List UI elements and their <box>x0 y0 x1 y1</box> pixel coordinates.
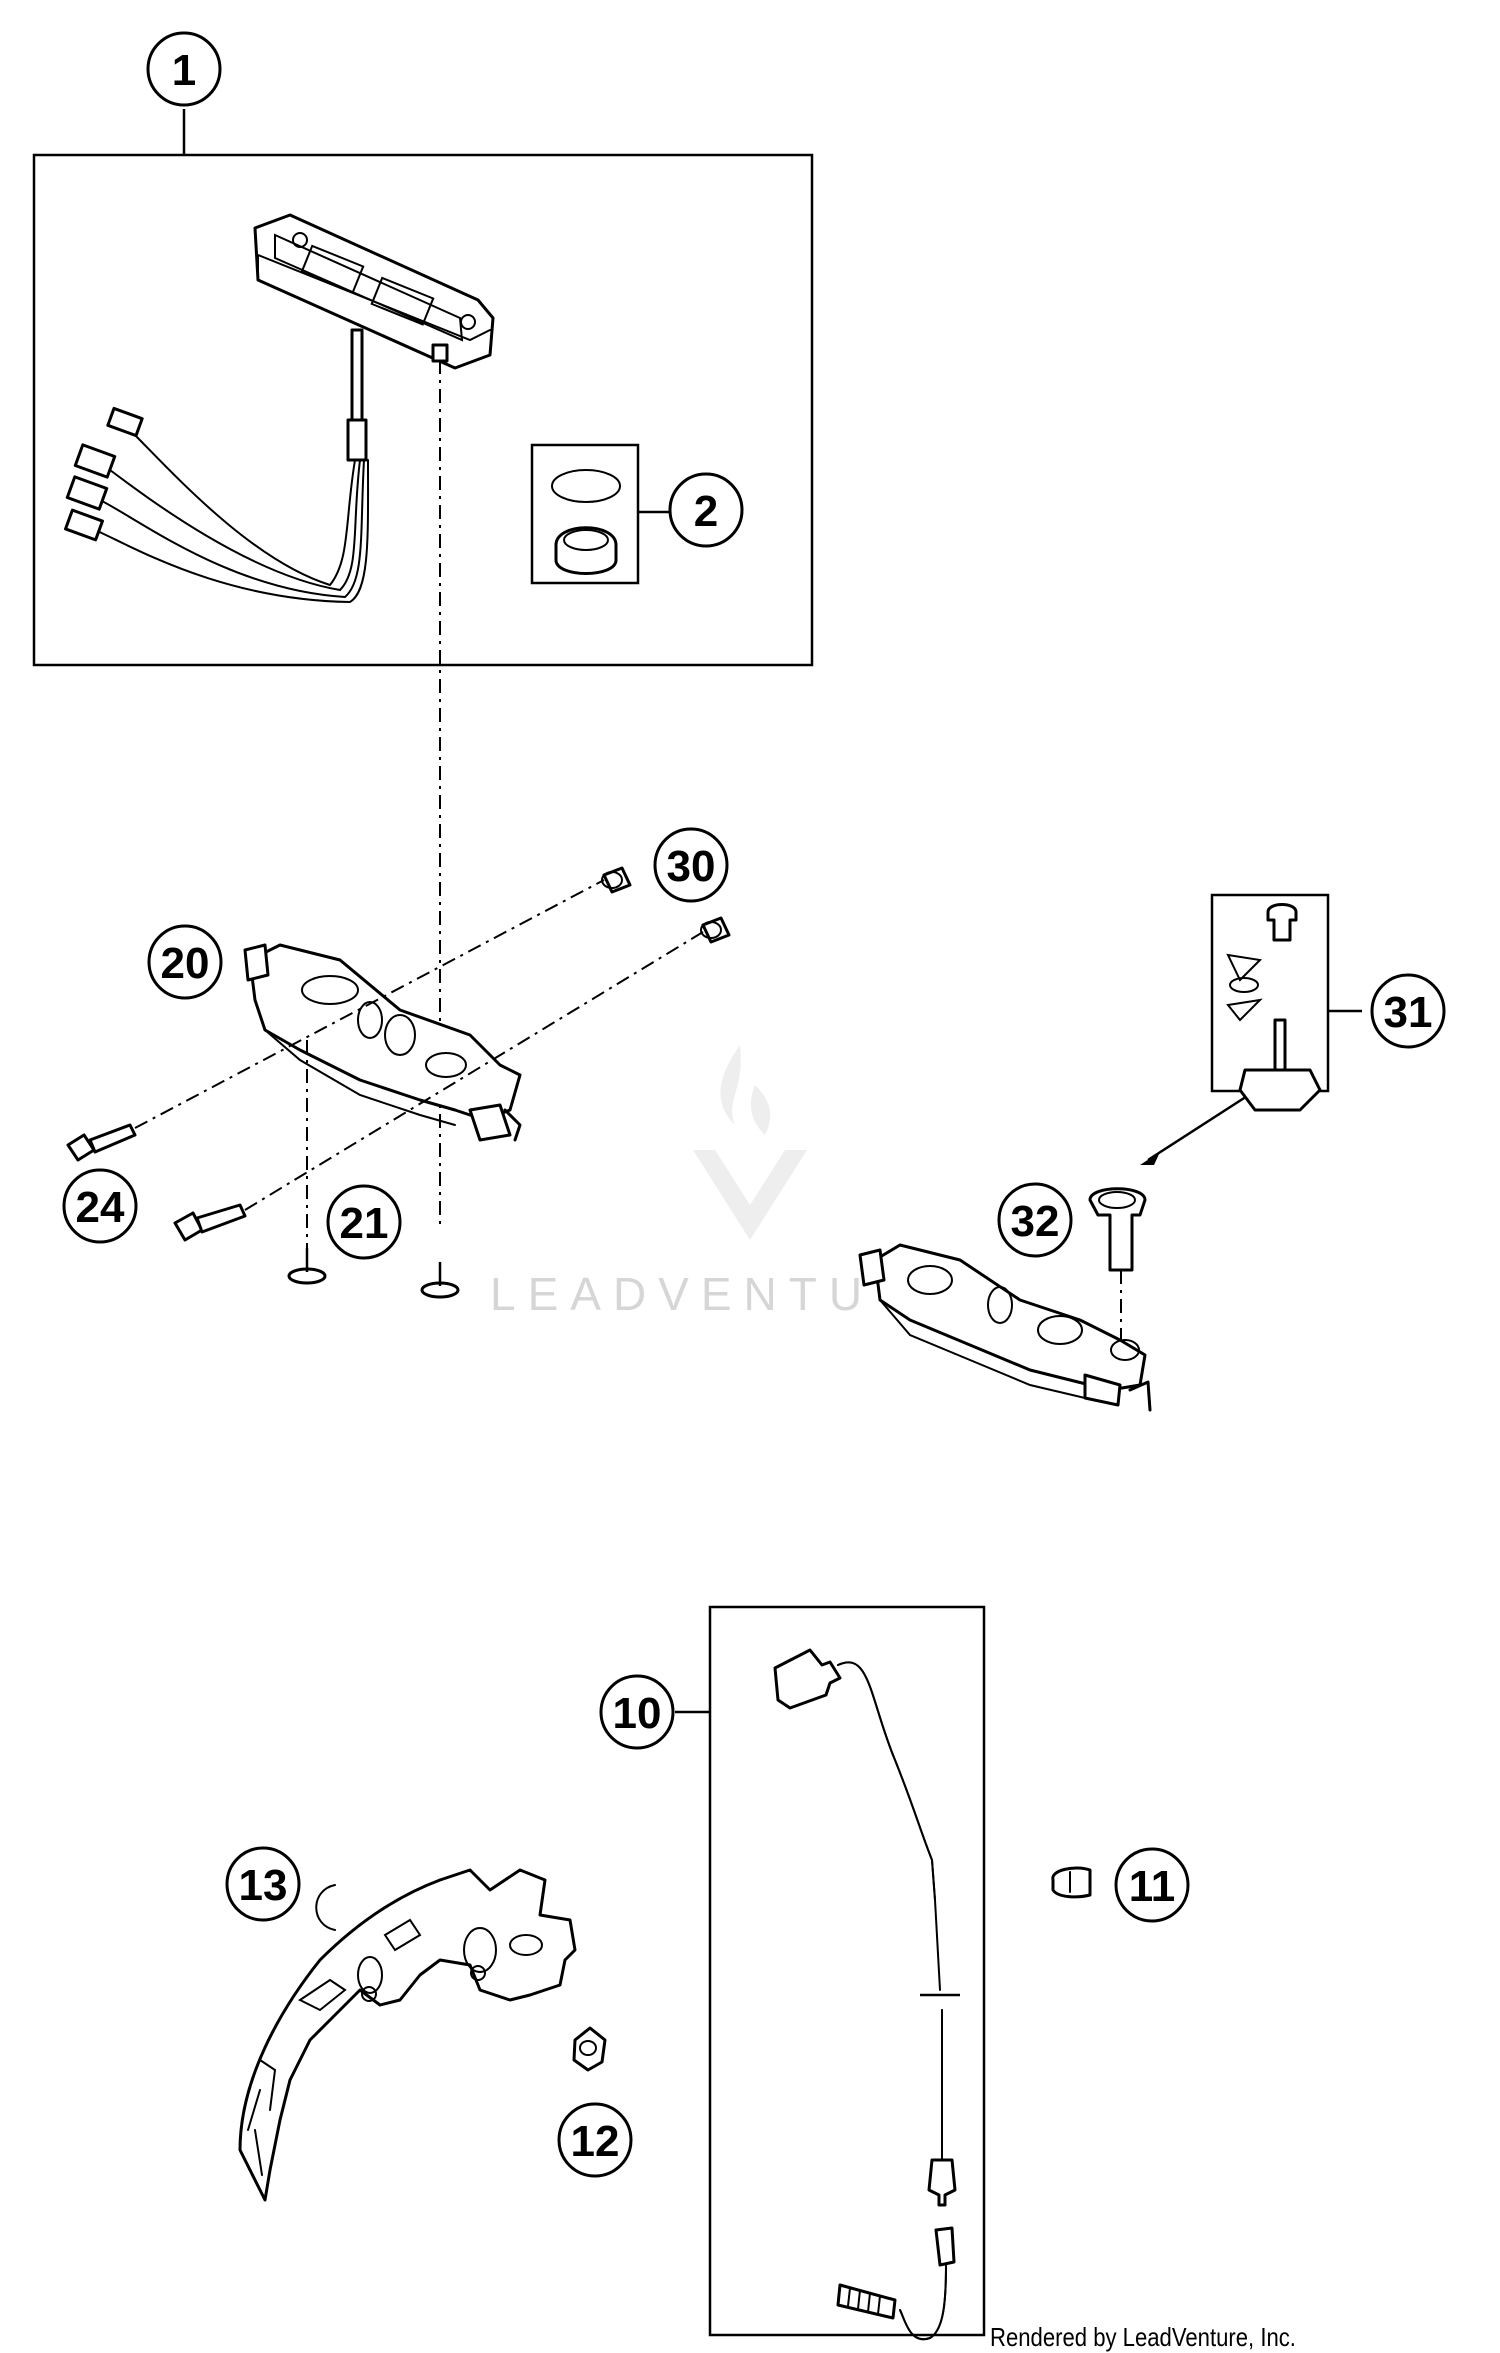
lower-clamp-assembly <box>858 893 1362 1412</box>
top-clamp-assembly <box>66 866 731 1299</box>
callout-31: 31 <box>1370 973 1446 1049</box>
svg-text:30: 30 <box>667 842 716 891</box>
callout-32: 32 <box>997 1182 1073 1258</box>
svg-text:10: 10 <box>613 1689 662 1738</box>
svg-text:11: 11 <box>1129 1862 1176 1911</box>
svg-text:1: 1 <box>172 46 196 95</box>
watermark-text: LEADVENTU <box>490 1268 874 1320</box>
svg-text:21: 21 <box>340 1199 389 1248</box>
callout-1: 1 <box>146 31 222 107</box>
mount-kit-box <box>530 443 670 585</box>
dashboard-assembly <box>32 109 814 1230</box>
svg-text:12: 12 <box>571 2117 620 2166</box>
leadventure-watermark-logo <box>693 1045 807 1240</box>
callout-20: 20 <box>147 924 223 1000</box>
group-box-2 <box>530 443 640 585</box>
speed-sensor-assembly <box>675 1605 986 2341</box>
callout-12: 12 <box>557 2102 633 2178</box>
callout-11: 11 <box>1114 1847 1190 1923</box>
group-box-10 <box>708 1605 986 2337</box>
svg-text:20: 20 <box>161 939 210 988</box>
callout-10: 10 <box>599 1674 675 1750</box>
svg-text:31: 31 <box>1384 988 1433 1037</box>
group-box-1 <box>32 153 814 667</box>
svg-text:2: 2 <box>694 487 718 536</box>
callout-21: 21 <box>326 1184 402 1260</box>
svg-text:32: 32 <box>1011 1197 1060 1246</box>
callout-30: 30 <box>653 827 729 903</box>
render-credit: Rendered by LeadVenture, Inc. <box>990 2322 1296 2352</box>
svg-text:24: 24 <box>76 1183 125 1232</box>
callout-13: 13 <box>225 1846 301 1922</box>
group-box-31 <box>1210 893 1330 1093</box>
brake-disc-and-parts <box>238 1866 1092 2202</box>
svg-text:13: 13 <box>239 1861 288 1910</box>
callout-24: 24 <box>62 1168 138 1244</box>
callout-2: 2 <box>668 472 744 548</box>
